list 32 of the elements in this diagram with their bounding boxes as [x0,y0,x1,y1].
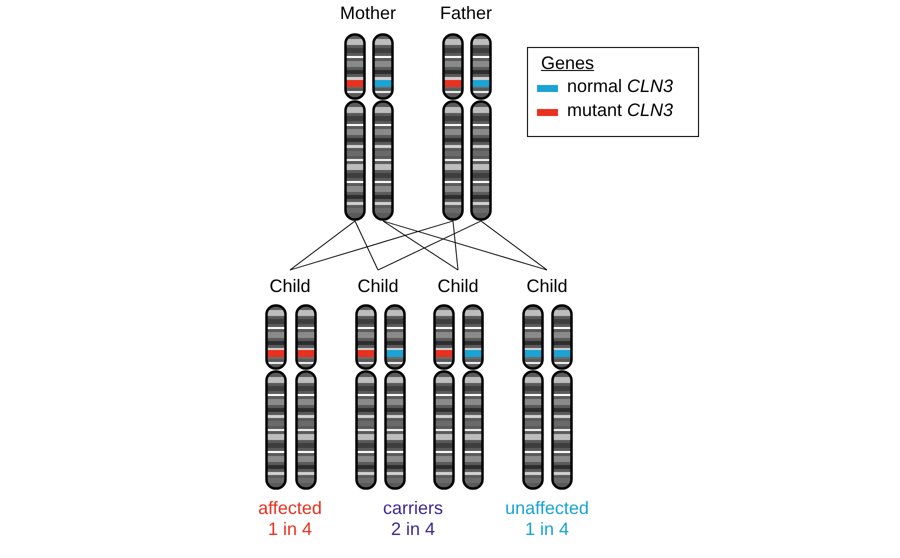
chromosome-drawing [470,33,492,221]
outcome-label: affected 1 in 4 [257,498,323,540]
connector-line [382,220,458,270]
connector-line [382,220,548,270]
chromosome-drawing [522,304,544,490]
outcome-label: carriers 2 in 4 [382,498,444,540]
connector-line [378,220,482,270]
chromosome-drawing [344,33,366,221]
parent-label: Mother [340,3,396,24]
child-label: Child [437,276,479,297]
child-label: Child [526,276,568,297]
connector-line [290,220,356,270]
child-label: Child [269,276,311,297]
legend-title: Genes [541,53,594,74]
chromosome-drawing [384,304,406,490]
legend-label: normal CLN3 [567,76,674,97]
parent-label: Father [440,3,492,24]
chromosome-drawing [355,304,377,490]
chromosome-drawing [442,33,464,221]
chromosome-drawing [462,304,484,490]
legend-label: mutant CLN3 [567,100,674,121]
connector-line [354,220,378,270]
chromosome-drawing [372,33,394,221]
chromosome-drawing [295,304,317,490]
connector-line [290,220,454,270]
connector-line [480,220,548,270]
chromosome-drawing [265,304,287,490]
outcome-label: unaffected 1 in 4 [504,498,590,540]
chromosome-drawing [551,304,573,490]
child-label: Child [357,276,399,297]
chromosome-drawing [433,304,455,490]
connector-line [452,220,458,270]
